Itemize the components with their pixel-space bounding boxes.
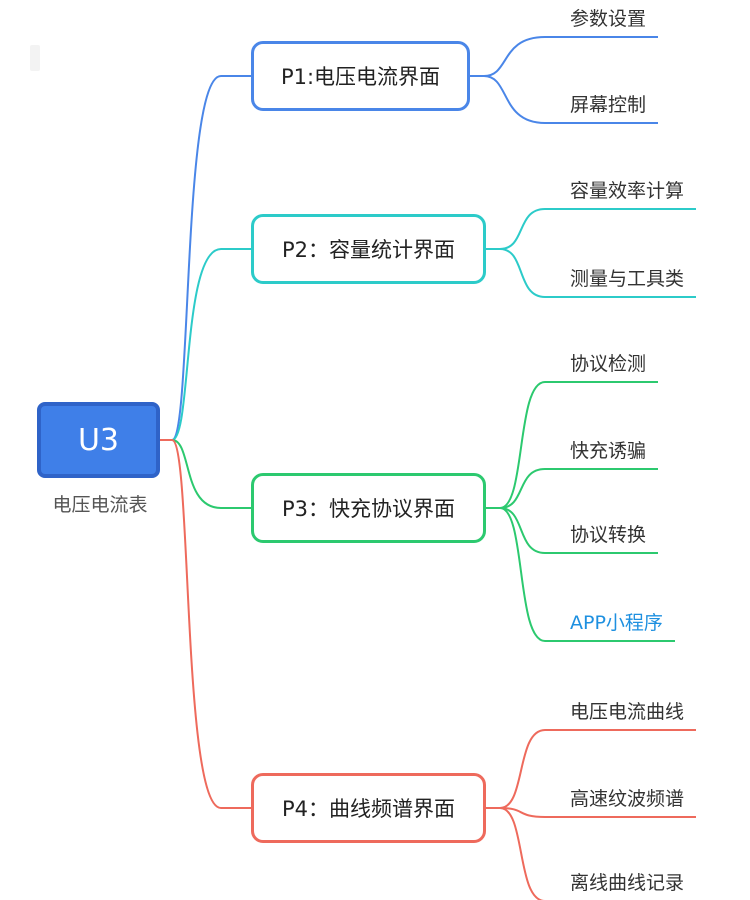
branch-to-leaf-connector [486,208,696,250]
root-label: U3 [77,422,120,458]
leaf-node[interactable]: 快充诱骗 [570,440,647,462]
leaf-node[interactable]: 协议转换 [570,524,647,546]
leaf-node[interactable]: 电压电流曲线 [570,701,685,723]
root-node[interactable]: U3 [37,402,160,478]
root-to-branch-connector [160,248,251,441]
branch-to-leaf-connector [486,381,658,509]
branch-to-leaf-connector [486,507,675,642]
corner-marker [30,45,40,71]
branch-to-leaf-connector [486,248,696,298]
branch-label: P2：容量统计界面 [281,238,456,262]
leaf-node[interactable]: 测量与工具类 [570,268,685,290]
branch-node-p4[interactable]: P4：曲线频谱界面 [251,773,486,843]
branch-label: P1:电压电流界面 [280,65,441,89]
branch-node-p3[interactable]: P3：快充协议界面 [251,473,486,543]
branch-to-leaf-connector [470,75,658,124]
branch-to-leaf-connector [470,36,658,77]
branch-label: P4：曲线频谱界面 [281,797,456,821]
root-to-branch-connector [160,75,251,441]
leaf-node-app[interactable]: APP小程序 [570,612,663,634]
leaf-node[interactable]: 协议检测 [570,353,647,375]
branch-to-leaf-connector [486,729,696,809]
root-to-branch-connector [160,439,251,809]
root-caption: 电压电流表 [52,494,148,516]
leaf-node[interactable]: 高速纹波频谱 [570,788,685,810]
leaf-node[interactable]: 容量效率计算 [570,180,685,202]
leaf-node[interactable]: 参数设置 [570,8,647,30]
leaf-node[interactable]: 离线曲线记录 [570,872,685,894]
branch-node-p1[interactable]: P1:电压电流界面 [251,41,470,111]
leaf-node[interactable]: 屏幕控制 [570,94,647,116]
branch-label: P3：快充协议界面 [281,497,456,521]
root-to-branch-connector [160,439,251,509]
branch-to-leaf-connector [486,468,658,509]
branch-node-p2[interactable]: P2：容量统计界面 [251,214,486,284]
